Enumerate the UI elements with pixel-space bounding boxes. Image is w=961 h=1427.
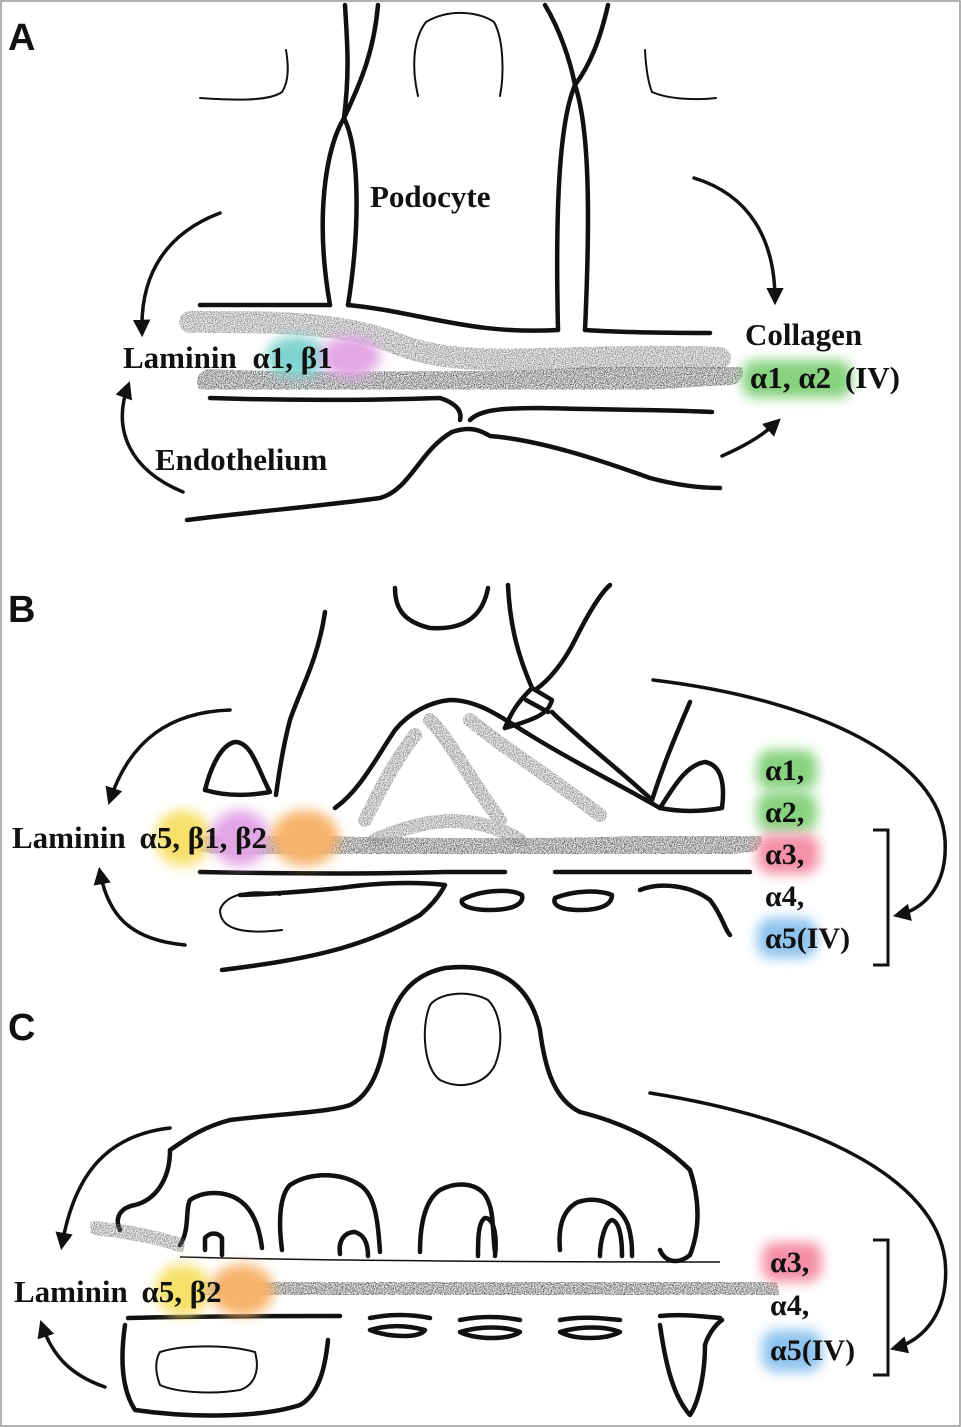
panel-b-top-cell-outline [395, 588, 488, 628]
panel-a-arrow-right-up [722, 422, 777, 456]
panel-c-foot-small-4 [600, 1220, 622, 1256]
panel-c-collagen-alpha5: α5(IV) [770, 1334, 855, 1367]
panel-b-laminin-beta2-highlight [271, 810, 339, 866]
panel-c-endothelium-cell [122, 1325, 328, 1415]
panel-a-laminin-label: Laminin α1, β1 [123, 340, 333, 375]
panel-a-podocyte-outline-right [545, 5, 608, 330]
panel-c-letter: C [8, 1007, 35, 1049]
panel-a-collagen-alpha1: α1 [750, 360, 783, 395]
panel-c-collagen-alpha3: α3, [770, 1246, 809, 1279]
panel-c-bracket [873, 1240, 888, 1375]
panel-c-collagen-alpha4: α4, [770, 1289, 809, 1322]
panel-c-foot-small-2 [340, 1232, 368, 1256]
panel-a-arrow-right-down [694, 178, 775, 300]
panel-b-bracket [873, 830, 888, 965]
panel-a-cell-outline-center [414, 13, 502, 96]
panel-a-laminin-beta1: β1 [301, 340, 333, 375]
panel-c-gbm-upper-speckle [95, 1228, 180, 1245]
panel-a-podocyte-base-right [585, 330, 710, 333]
panel-c-arrow-left-bottom [42, 1325, 105, 1387]
panel-a-collagen-chains: α1, α2 (IV) [750, 360, 900, 395]
panel-a-laminin-word: Laminin [123, 340, 237, 375]
panel-c-gbm-band [200, 1285, 760, 1292]
panel-a-collagen-type: (IV) [845, 360, 900, 395]
panel-c-slit-line [180, 1257, 720, 1262]
panel-b-endothelium-top [200, 872, 750, 874]
panel-b-endothelium-right [640, 886, 730, 935]
panel-b-laminin-label: Laminin α5, β1, β2 [12, 820, 267, 855]
panel-a-collagen-alpha2: α2 [798, 360, 831, 395]
panel-b-collagen-alpha1: α1, [765, 754, 804, 787]
panel-b-right-knob [660, 762, 723, 811]
panel-c-laminin-word: Laminin [14, 1274, 128, 1309]
panel-a-cell-outline-left [200, 50, 288, 100]
panel-b-laminin-alpha5: α5 [139, 820, 172, 855]
panel-c-laminin-alpha5: α5 [141, 1274, 174, 1309]
panel-a-podocyte-outline [323, 5, 378, 305]
panel-a-letter: A [8, 17, 35, 59]
panel-c: C Lam [8, 967, 946, 1415]
panel-b-letter: B [8, 589, 35, 631]
panel-a-podocyte-label: Podocyte [370, 179, 491, 214]
panel-b-fenestra-1 [462, 891, 522, 910]
panel-b-arrow-left-top [110, 710, 230, 800]
panel-a-cell-outline-right [645, 50, 716, 99]
panel-c-laminin-beta2: β2 [190, 1274, 222, 1309]
panel-b: B [8, 585, 945, 970]
panel-b-fenestra-2 [554, 892, 612, 910]
panel-b-podocyte-center [505, 585, 610, 728]
panel-b-collagen-alpha3: α3, [765, 838, 804, 871]
panel-a: A Podocyte Endothelium Laminin α1, [8, 5, 900, 520]
panel-b-laminin-beta1: β1 [188, 820, 220, 855]
panel-c-endothelium-right [660, 1320, 722, 1415]
panel-c-endothelium-nucleus [156, 1346, 257, 1392]
panel-b-bulge-speckle [365, 720, 600, 840]
panel-b-endothelium-bottom [222, 883, 445, 970]
panel-c-podocyte-body [118, 967, 698, 1261]
panel-c-nucleus [425, 994, 501, 1085]
panel-c-endothelium-top [128, 1315, 720, 1320]
panel-c-laminin-label: Laminin α5, β2 [14, 1274, 222, 1309]
panel-a-endothelium-top [210, 398, 712, 420]
panel-a-endothelium-label: Endothelium [155, 442, 327, 477]
panel-b-inner-cell [220, 892, 282, 931]
panel-b-arrow-left-bottom [100, 872, 185, 945]
panel-c-foot-small-1 [205, 1234, 222, 1256]
panel-b-collagen-alpha5: α5(IV) [765, 922, 850, 955]
panel-b-laminin-beta2: β2 [235, 820, 267, 855]
panel-a-collagen-title: Collagen [745, 317, 862, 352]
panel-c-fenestrae [370, 1326, 620, 1338]
panel-b-laminin-word: Laminin [12, 820, 126, 855]
panel-b-collagen-alpha4: α4, [765, 880, 804, 913]
panel-b-collagen-alpha2: α2, [765, 796, 804, 829]
panel-b-podocyte-left [276, 612, 325, 795]
panel-a-laminin-alpha1: α1 [252, 340, 285, 375]
panel-b-left-knob [205, 742, 270, 795]
